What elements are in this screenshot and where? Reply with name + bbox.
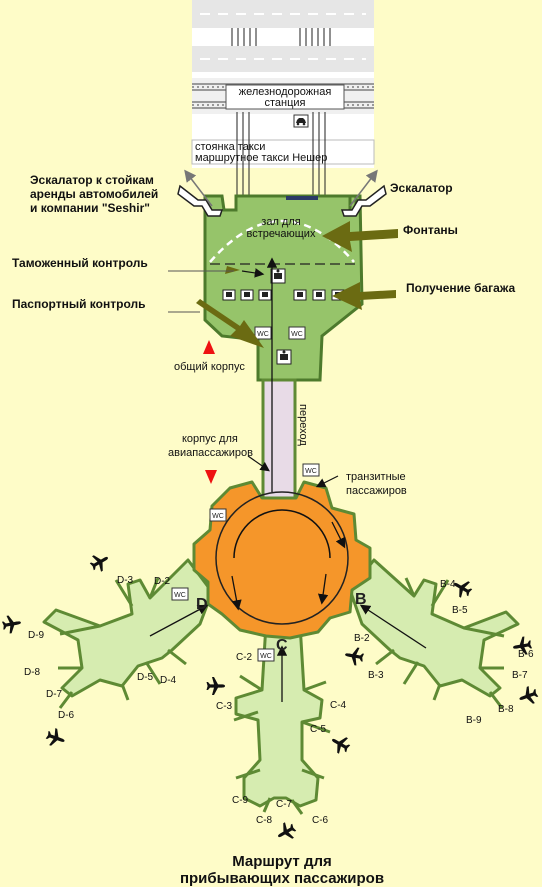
gate-label: C-4 [330,700,347,711]
concourse-c [233,622,331,815]
passage-label: переход [297,404,309,446]
escalator-left-line1: Эскалатор к стойкам [30,173,154,187]
gate-label: B-7 [512,670,528,681]
gate-label: B-6 [518,649,534,660]
control-booth-icon [276,349,292,365]
wc-label: WC [291,331,303,338]
concourse-label-b: B [355,591,367,608]
escalator-left-line2: аренды автомобилей [30,187,158,201]
gate-label: B-5 [452,605,468,616]
gate-label: D-2 [154,576,171,587]
wc-label: WC [212,513,224,520]
wc-icon: WC WC [254,326,306,340]
marker-icon [203,340,215,354]
arrow-icon [241,268,339,488]
marker-icon [205,470,217,484]
gate-label: D-8 [24,667,41,678]
gate-labels-b: B-2 B-3 B-4 B-5 B-6 B-7 B-8 B-9 [354,579,534,726]
concourse-d [42,558,214,709]
gate-label: D-3 [117,575,134,586]
railway-label-line2: станция [264,97,305,109]
map-title-line2: прибывающих пассажиров [180,870,384,887]
pax-building-line2: авиапассажиров [168,447,253,459]
map-title-line1: Маршрут для [232,853,332,870]
escalator-left-line3: и компании "Seshir" [30,201,150,215]
gate-label: C-9 [232,795,249,806]
taxi-label-line2: маршрутное такси Нешер [195,152,327,164]
wc-label: WC [260,653,272,660]
terminal-hub [192,480,372,640]
main-building-label: общий корпус [174,361,245,373]
gate-label: B-3 [368,670,384,681]
escalator-left [177,169,224,217]
wc-label: WC [257,331,269,338]
greeting-hall-line2: встречающих [247,228,316,240]
gate-label: B-4 [440,579,456,590]
taxi-label-line1: стоянка такси [195,141,265,153]
concourse-label-d: D [196,596,208,613]
transit-line1: транзитные [346,471,406,483]
gate-label: D-9 [28,630,45,641]
car-icon [293,114,309,128]
concourse-b [348,558,520,709]
road-area: железнодорожная станция стоянка такси ма… [191,0,375,196]
fountains-label: Фонтаны [403,223,458,237]
baggage-label: Получение багажа [406,281,515,295]
railway-label-line1: железнодорожная [239,86,332,98]
greeting-hall-line1: зал для [261,216,300,228]
pointer-arrows [196,221,398,348]
gate-label: D-4 [160,675,177,686]
gate-labels-c: C-2 C-3 C-4 C-5 C-6 C-7 C-8 C-9 [216,652,347,826]
gate-label: D-7 [46,689,63,700]
control-booth-icon [270,268,286,284]
gate-label: D-5 [137,672,154,683]
customs-label: Таможенный контроль [12,256,148,270]
gate-label: C-7 [276,799,293,810]
arrow-icon [149,257,427,702]
gate-label: C-2 [236,652,253,663]
wc-label: WC [174,592,186,599]
gate-label: C-6 [312,815,329,826]
gate-label: B-8 [498,704,514,715]
gate-label: B-2 [354,633,370,644]
concourse-label-c: C [276,637,288,654]
gate-label: C-8 [256,815,273,826]
gate-label: B-9 [466,715,482,726]
gate-label: C-5 [310,724,327,735]
gate-label: D-6 [58,710,75,721]
transit-line2: пассажиров [346,485,407,497]
gate-label: C-3 [216,701,233,712]
wc-icon: WC WC WC WC [171,463,320,662]
escalator-right-label: Эскалатор [390,181,453,195]
gate-labels-d: D-2 D-3 D-4 D-5 D-6 D-7 D-8 D-9 [24,575,177,721]
escalator-right [340,169,387,217]
passage: переход [261,378,309,502]
passport-label: Паспортный контроль [12,297,145,311]
wc-label: WC [305,468,317,475]
pax-building-line1: корпус для [182,433,238,445]
